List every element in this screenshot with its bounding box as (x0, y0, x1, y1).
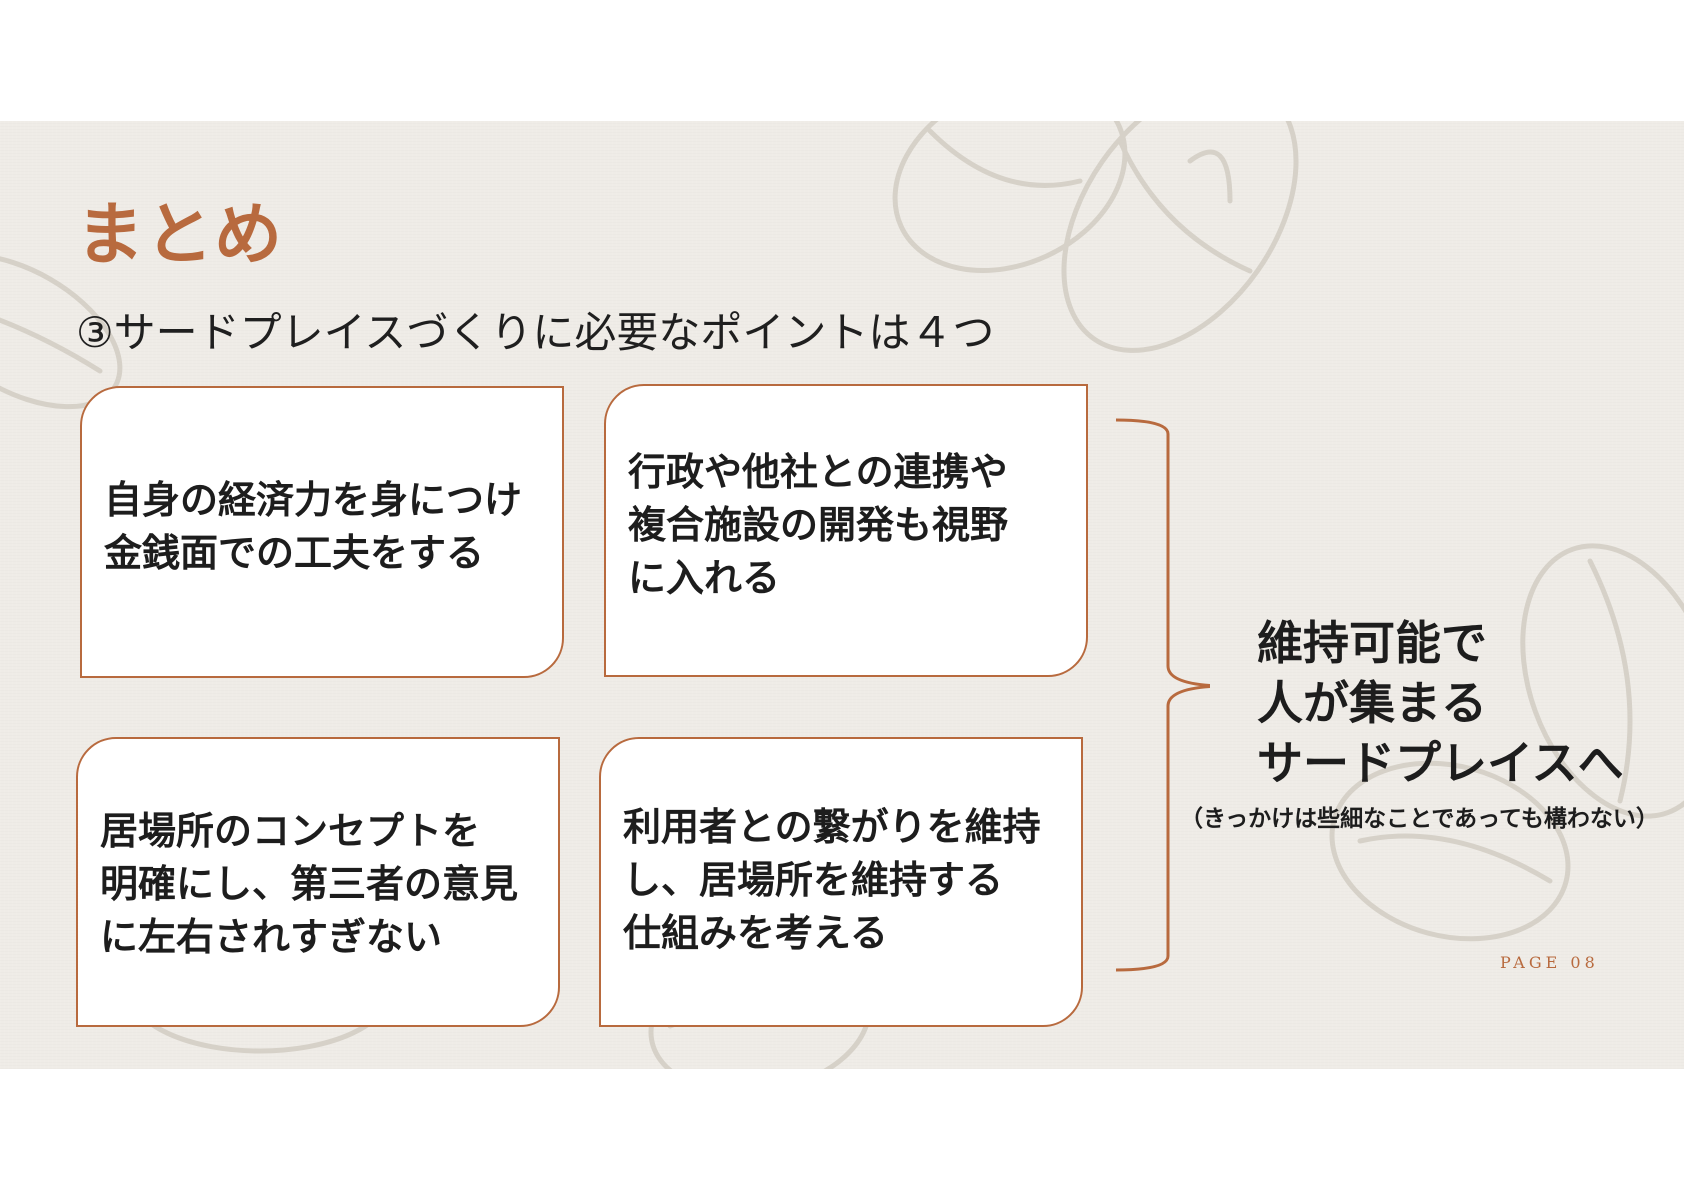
point-text-4: 利用者との繋がりを維持 し、居場所を維持する 仕組みを考える (623, 801, 1067, 960)
right-brace-icon (1110, 416, 1210, 976)
point-box-1: 自身の経済力を身につけ 金銭面での工夫をする (80, 386, 564, 678)
conclusion-text: 維持可能で 人が集まる サードプレイスへ (1257, 613, 1624, 793)
point-text-1: 自身の経済力を身につけ 金銭面での工夫をする (104, 474, 548, 580)
point-box-4: 利用者との繋がりを維持 し、居場所を維持する 仕組みを考える (599, 737, 1083, 1027)
point-text-3: 居場所のコンセプトを 明確にし、第三者の意見 に左右されすぎない (100, 805, 544, 964)
page-subtitle: ③サードプレイスづくりに必要なポイントは４つ (76, 299, 994, 360)
point-box-3: 居場所のコンセプトを 明確にし、第三者の意見 に左右されすぎない (76, 737, 560, 1027)
point-box-2: 行政や他社との連携や 複合施設の開発も視野 に入れる (604, 384, 1088, 677)
point-text-2: 行政や他社との連携や 複合施設の開発も視野 に入れる (628, 446, 1072, 605)
slide: まとめ ③サードプレイスづくりに必要なポイントは４つ 自身の経済力を身につけ 金… (0, 121, 1684, 1069)
page-title: まとめ (76, 179, 283, 278)
conclusion-note: （きっかけは些細なことであっても構わない） (1180, 799, 1659, 833)
page-number: PAGE 08 (1500, 953, 1599, 972)
